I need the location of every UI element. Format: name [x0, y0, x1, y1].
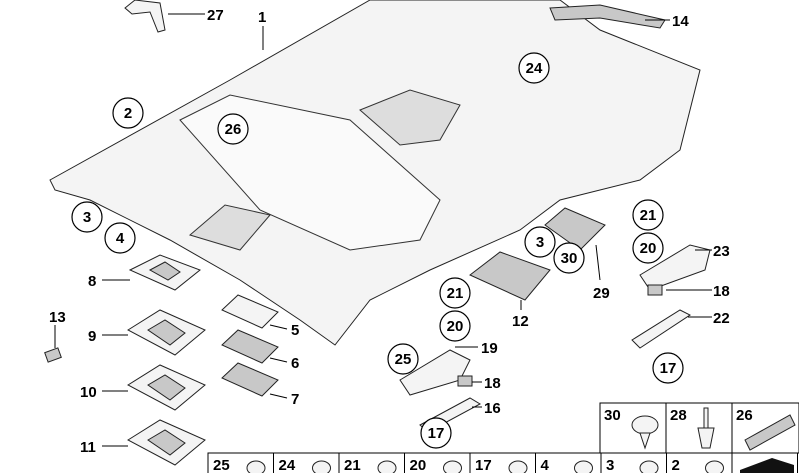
small-part-box-20[interactable]: 20 [404, 452, 471, 473]
clip-18a[interactable] [647, 284, 663, 296]
small-part-box-24[interactable]: 24 [273, 452, 340, 473]
light-recess [188, 204, 271, 251]
small-part-box-2[interactable]: 2 [666, 452, 733, 473]
small-part-label: 20 [410, 457, 427, 473]
label-18: 18 [713, 283, 730, 300]
svg-text:20: 20 [447, 318, 464, 335]
callout-4: 4 [104, 222, 136, 254]
label-29: 29 [593, 285, 610, 302]
callout-20: 20 [439, 310, 471, 342]
svg-text:4: 4 [116, 230, 125, 247]
console-12[interactable] [469, 251, 551, 301]
small-part-box-4[interactable]: 4 [535, 452, 602, 473]
small-part-label: 21 [344, 457, 361, 473]
small-part-label: 24 [279, 457, 296, 473]
label-5: 5 [291, 322, 299, 339]
label-9: 9 [88, 328, 96, 345]
svg-text:24: 24 [526, 60, 543, 77]
svg-text:21: 21 [447, 285, 464, 302]
small-part-box-foam[interactable] [731, 452, 798, 473]
label-16: 16 [484, 400, 501, 417]
label-13: 13 [49, 309, 66, 326]
switch-13[interactable] [44, 347, 62, 363]
clip-18b[interactable] [457, 375, 473, 387]
small-part-box-26[interactable]: 26 [731, 402, 799, 454]
svg-text:17: 17 [428, 425, 445, 442]
small-part-box-17[interactable]: 17 [469, 452, 536, 473]
label-1: 1 [258, 9, 266, 26]
svg-text:26: 26 [225, 121, 242, 138]
label-11: 11 [80, 439, 96, 456]
small-part-box-28[interactable]: 28 [665, 402, 733, 454]
label-14: 14 [672, 13, 689, 30]
callout-3: 3 [524, 226, 556, 258]
callout-24: 24 [518, 52, 550, 84]
svg-text:3: 3 [83, 209, 91, 226]
svg-text:21: 21 [640, 207, 657, 224]
lens-7[interactable] [221, 362, 279, 397]
callout-25: 25 [387, 343, 419, 375]
svg-text:20: 20 [640, 240, 657, 257]
callout-17: 17 [420, 417, 452, 449]
console-recess [359, 89, 461, 146]
label-22: 22 [713, 310, 730, 327]
small-part-label: 17 [475, 457, 492, 473]
reading-light-10[interactable] [127, 364, 206, 411]
label-23: 23 [713, 243, 730, 260]
reading-light-11[interactable] [127, 419, 206, 466]
svg-text:25: 25 [395, 351, 412, 368]
strip-14[interactable] [549, 4, 666, 29]
svg-text:26: 26 [736, 407, 753, 424]
callout-3: 3 [71, 201, 103, 233]
svg-text:17: 17 [660, 360, 677, 377]
label-8: 8 [88, 273, 96, 290]
callout-21: 21 [439, 277, 471, 309]
reading-light-8[interactable] [128, 254, 201, 291]
small-part-box-25[interactable]: 25 [207, 452, 274, 473]
callout-26: 26 [217, 113, 249, 145]
callout-30: 30 [553, 242, 585, 274]
module-29[interactable] [544, 207, 606, 251]
label-27: 27 [207, 7, 224, 24]
small-part-label: 25 [213, 457, 230, 473]
label-12: 12 [512, 313, 529, 330]
reading-light-9[interactable] [127, 309, 206, 356]
handle-strip-27[interactable] [124, 0, 166, 33]
callout-20: 20 [632, 232, 664, 264]
svg-text:28: 28 [670, 407, 687, 424]
label-19: 19 [481, 340, 498, 357]
small-part-label: 3 [606, 457, 614, 473]
svg-text:3: 3 [536, 234, 544, 251]
label-7: 7 [291, 391, 299, 408]
lens-6[interactable] [221, 329, 279, 364]
small-parts-row: 25 24 21 20 17 4 3 2 [207, 452, 798, 473]
label-10: 10 [80, 384, 97, 401]
callout-2: 2 [112, 97, 144, 129]
label-18: 18 [484, 375, 501, 392]
callout-21: 21 [632, 199, 664, 231]
small-part-label: 2 [672, 457, 680, 473]
grab-handle-22[interactable] [631, 309, 691, 349]
callout-17: 17 [652, 352, 684, 384]
small-part-label: 4 [541, 457, 550, 473]
bracket-19[interactable] [399, 349, 471, 396]
label-6: 6 [291, 355, 299, 372]
small-part-box-30[interactable]: 30 [599, 402, 667, 454]
small-part-box-21[interactable]: 21 [338, 452, 405, 473]
small-part-box-3[interactable]: 3 [600, 452, 667, 473]
svg-text:2: 2 [124, 105, 132, 122]
lens-5[interactable] [221, 294, 279, 329]
svg-text:30: 30 [604, 407, 621, 424]
svg-text:30: 30 [561, 250, 578, 267]
